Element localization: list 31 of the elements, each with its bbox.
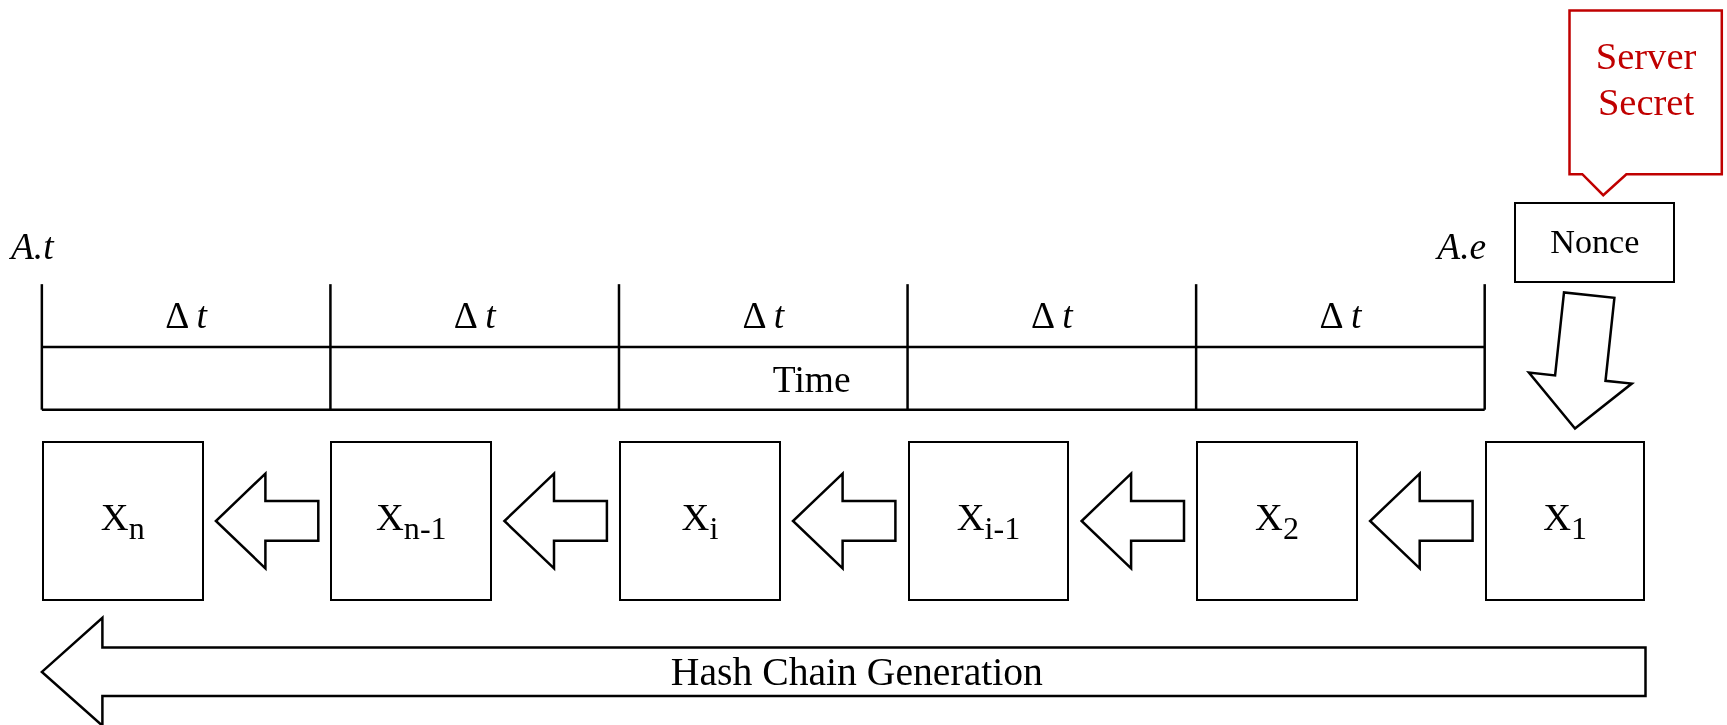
hash-box [619, 440, 781, 602]
hash-box [330, 440, 493, 602]
hash-box [907, 440, 1070, 602]
nonce-box [1514, 201, 1676, 284]
axis-label: Time [772, 361, 851, 399]
block-arrow [1368, 470, 1474, 572]
label: A.e [1437, 228, 1487, 266]
hash-label: X$_{i-1}$ [956, 498, 1021, 544]
callout-text: Server Secret [1594, 34, 1698, 126]
arrow-label: Hash Chain Generation [670, 653, 1043, 693]
hash-label: X$_{i}$ [681, 498, 719, 544]
interval-label: Δ t [165, 297, 207, 335]
block-arrow [502, 470, 609, 572]
interval-label: Δ t [453, 297, 496, 335]
block-arrow [1079, 470, 1186, 572]
box-label: Nonce [1550, 225, 1640, 260]
hash-box [1196, 440, 1358, 602]
hash-label: X$_{2}$ [1255, 498, 1299, 544]
hash-label: X$_{n-1}$ [376, 498, 447, 544]
block-arrow [214, 470, 320, 572]
block-arrow [791, 470, 897, 572]
callout-box [1568, 8, 1724, 197]
hash-box [41, 440, 204, 602]
hash-box [1484, 440, 1646, 602]
interval-label: Δ t [1030, 297, 1073, 335]
interval-label: Δ t [1319, 297, 1362, 335]
hash-label: X$_{n}$ [100, 498, 145, 544]
interval-label: Δ t [742, 297, 785, 335]
hash-label: X$_{1}$ [1543, 498, 1588, 544]
block-arrow [1526, 291, 1635, 431]
label: A.t [11, 228, 54, 266]
